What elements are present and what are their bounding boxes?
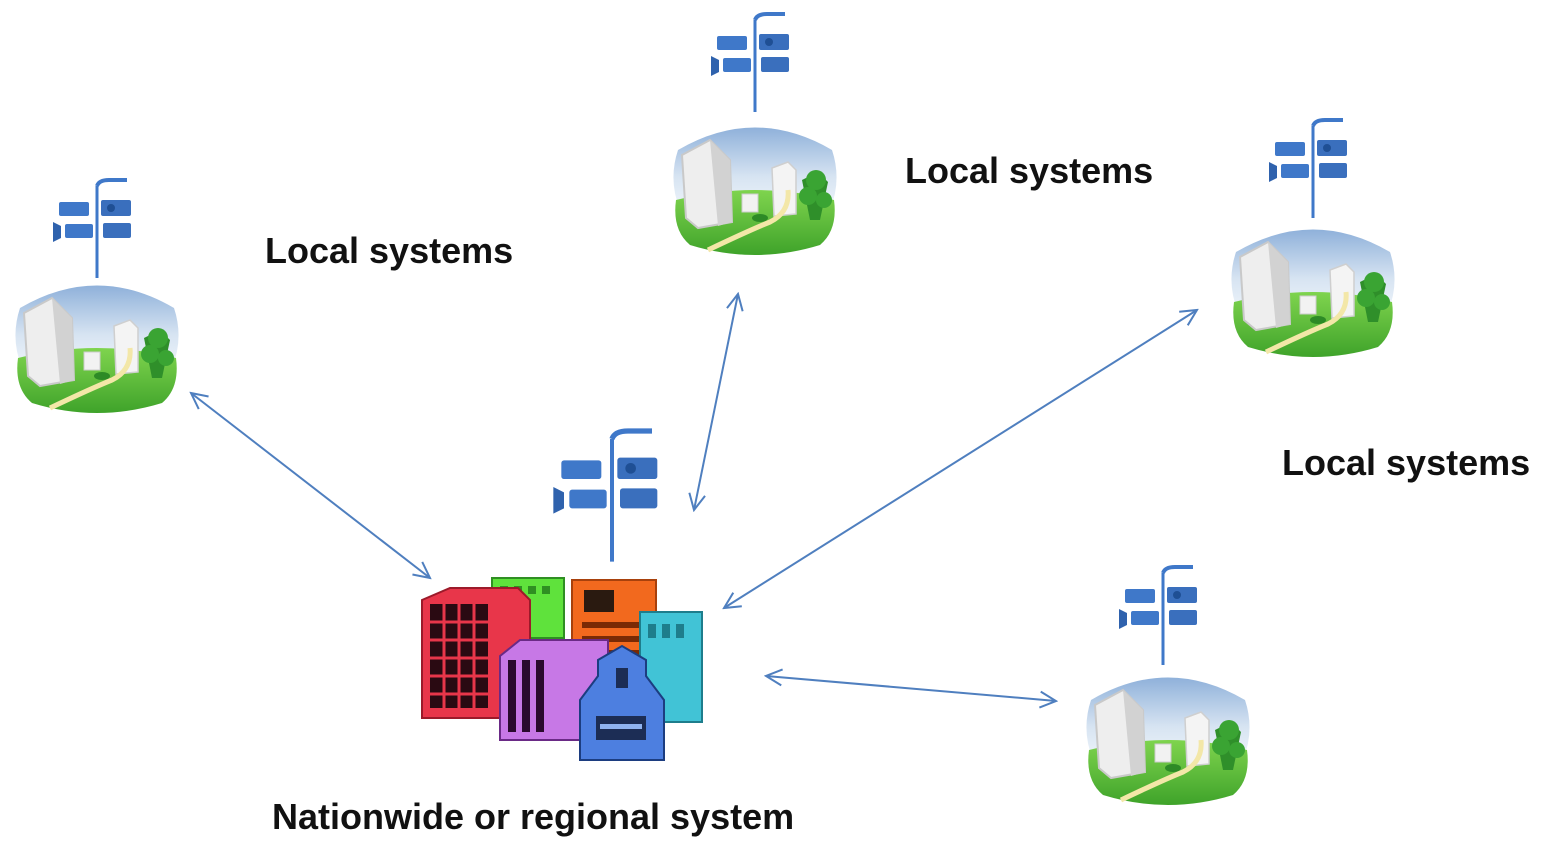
- local-town-icon: [1086, 678, 1249, 806]
- siren-icon: [51, 178, 133, 280]
- arrow-central-to-local-left: [191, 393, 430, 578]
- central-node: [421, 431, 703, 761]
- connector-arrows: [191, 294, 1197, 701]
- local-town-icon: [673, 128, 836, 256]
- local-systems-label-right: Local systems: [1282, 442, 1531, 483]
- siren-icon: [1117, 565, 1199, 667]
- local-node-top: [673, 12, 836, 256]
- arrow-central-to-local-right: [724, 310, 1197, 608]
- siren-icon: [1267, 118, 1349, 220]
- arrow-central-to-local-bottom-right: [766, 676, 1056, 701]
- local-node-right: [1231, 118, 1394, 358]
- local-node-bottom-right: [1086, 565, 1249, 806]
- siren-icon: [709, 12, 791, 114]
- local-town-icon: [15, 286, 178, 414]
- arrow-central-to-local-top: [694, 294, 738, 510]
- local-node-left: [15, 178, 178, 414]
- local-town-icon: [1231, 230, 1394, 358]
- central-system-label: Nationwide or regional system: [272, 796, 795, 837]
- local-systems-label-left: Local systems: [265, 230, 514, 271]
- local-systems-label-top: Local systems: [905, 150, 1154, 191]
- city-buildings-icon: [421, 577, 703, 761]
- siren-icon: [553, 431, 657, 562]
